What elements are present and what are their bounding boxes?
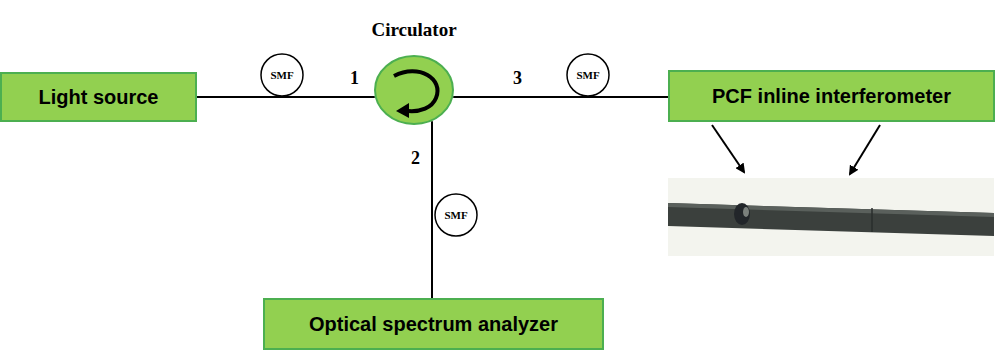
fiber-spool: SMF bbox=[566, 53, 610, 97]
splice-joint bbox=[871, 208, 873, 232]
spool-label: SMF bbox=[270, 69, 293, 81]
interferometer-box: PCF inline interferometer bbox=[668, 70, 995, 122]
fiber-body bbox=[668, 203, 994, 236]
circulation-arrowhead bbox=[396, 103, 409, 118]
splice-joint-shine bbox=[743, 207, 749, 217]
fiber-link bbox=[431, 121, 433, 298]
circulator-outline bbox=[374, 55, 454, 125]
spool-circle bbox=[261, 54, 303, 96]
port-number: 3 bbox=[513, 68, 522, 89]
pcf-photo bbox=[668, 178, 994, 256]
pointer-arrow bbox=[712, 125, 744, 172]
analyzer-box: Optical spectrum analyzer bbox=[263, 298, 604, 350]
node-heading: Circulator bbox=[371, 19, 456, 41]
port-number: 2 bbox=[411, 148, 420, 169]
photo-ground bbox=[668, 178, 994, 256]
fiber-link bbox=[453, 96, 668, 98]
box-label: PCF inline interferometer bbox=[712, 85, 951, 108]
spool-circle bbox=[435, 194, 477, 236]
circulator-ellipse bbox=[375, 56, 453, 124]
spool-label: SMF bbox=[444, 209, 467, 221]
circulation-arrow bbox=[394, 71, 438, 111]
pointer-arrow bbox=[850, 125, 880, 174]
port-number: 1 bbox=[350, 68, 359, 89]
fiber-spool: SMF bbox=[434, 193, 478, 237]
box-label: Light source bbox=[38, 86, 158, 109]
fiber-spool: SMF bbox=[260, 53, 304, 97]
splice-joint bbox=[734, 203, 750, 225]
box-label: Optical spectrum analyzer bbox=[309, 313, 558, 336]
circulator: Circulator bbox=[374, 55, 454, 125]
source-box: Light source bbox=[0, 72, 197, 122]
spool-circle bbox=[567, 54, 609, 96]
fiber-highlight bbox=[668, 203, 994, 217]
spool-label: SMF bbox=[576, 69, 599, 81]
